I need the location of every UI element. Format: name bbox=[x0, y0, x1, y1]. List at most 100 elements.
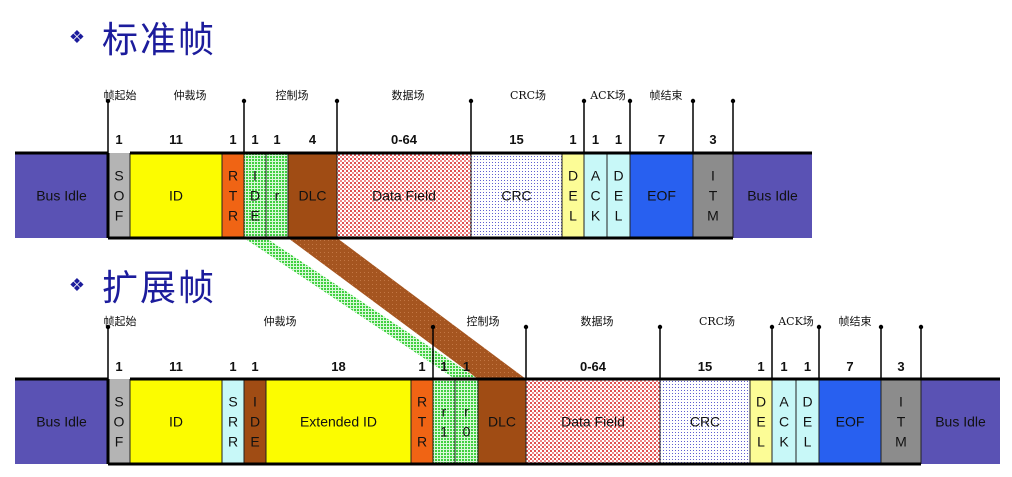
field-boundary-dot bbox=[769, 324, 775, 330]
field-boundary-dot bbox=[730, 98, 736, 104]
segment-label: DLC bbox=[488, 414, 516, 430]
field-group-label: CRC场 bbox=[510, 88, 546, 102]
field-boundary-dot bbox=[690, 98, 696, 104]
segment-extended-id bbox=[266, 379, 411, 464]
bit-count-label: 11 bbox=[169, 132, 183, 147]
field-boundary-dot bbox=[105, 98, 111, 104]
bit-count-label: 4 bbox=[309, 132, 317, 147]
segment-id bbox=[130, 379, 222, 464]
field-boundary-dot bbox=[918, 324, 924, 330]
segment-eof bbox=[630, 153, 693, 238]
dlc-connector bbox=[288, 238, 526, 379]
bit-count-label: 1 bbox=[229, 132, 236, 147]
bit-count-label: 11 bbox=[169, 359, 183, 374]
field-group-label: 控制场 bbox=[276, 88, 309, 102]
bit-count-label: 1 bbox=[569, 132, 576, 147]
bit-count-label: 1 bbox=[592, 132, 599, 147]
field-group-label: CRC场 bbox=[699, 314, 735, 328]
bit-count-label: 18 bbox=[331, 359, 345, 374]
bit-count-label: 1 bbox=[251, 359, 258, 374]
segment-label: Bus Idle bbox=[36, 188, 87, 204]
segment-label: EOF bbox=[836, 414, 865, 430]
field-group-label: 数据场 bbox=[392, 88, 425, 102]
segment-data-field bbox=[526, 379, 660, 464]
segment-sof bbox=[108, 153, 130, 238]
bit-count-label: 15 bbox=[698, 359, 712, 374]
bit-count-label: 1 bbox=[115, 132, 122, 147]
standard-frame-heading: ❖ 标准帧 bbox=[52, 14, 217, 61]
segment-label: EOF bbox=[647, 188, 676, 204]
segment-label: Bus Idle bbox=[747, 188, 798, 204]
field-group-label: 帧起始 bbox=[104, 314, 137, 328]
field-group-label: 帧结束 bbox=[650, 88, 683, 102]
field-group-label: 控制场 bbox=[467, 314, 500, 328]
bit-count-label: 15 bbox=[509, 132, 523, 147]
segment-del bbox=[796, 379, 819, 464]
bit-count-label: 7 bbox=[846, 359, 853, 374]
segment-id bbox=[130, 153, 222, 238]
segment-del bbox=[562, 153, 584, 238]
bit-count-label: 3 bbox=[709, 132, 716, 147]
field-group-label: 数据场 bbox=[581, 314, 614, 328]
standard-frame-title: 标准帧 bbox=[102, 20, 217, 61]
segment-label: DLC bbox=[298, 188, 326, 204]
bit-count-label: 0-64 bbox=[391, 132, 418, 147]
bit-count-label: 1 bbox=[418, 359, 425, 374]
bit-count-label: 1 bbox=[757, 359, 764, 374]
field-boundary-dot bbox=[657, 324, 663, 330]
field-boundary-dot bbox=[241, 98, 247, 104]
segment-itm bbox=[881, 379, 921, 464]
field-boundary-dot bbox=[627, 98, 633, 104]
segment-label: Extended ID bbox=[300, 414, 377, 430]
segment-r0 bbox=[455, 379, 478, 464]
field-boundary-dot bbox=[430, 324, 436, 330]
bit-count-label: 1 bbox=[615, 132, 622, 147]
field-boundary-dot bbox=[334, 98, 340, 104]
segment-srr bbox=[222, 379, 244, 464]
segment-del bbox=[750, 379, 772, 464]
field-group-label: 仲裁场 bbox=[264, 314, 297, 328]
bullet-icon: ❖ bbox=[68, 26, 86, 47]
segment-label: CRC bbox=[501, 188, 531, 204]
field-group-label: ACK场 bbox=[777, 314, 814, 328]
field-boundary-dot bbox=[878, 324, 884, 330]
segment-label: r bbox=[275, 188, 280, 204]
field-group-label: 帧结束 bbox=[839, 314, 872, 328]
segment-label: Data Field bbox=[561, 414, 625, 430]
extended-frame-title: 扩展帧 bbox=[102, 268, 217, 309]
bit-count-label: 1 bbox=[115, 359, 122, 374]
segment-itm bbox=[693, 153, 733, 238]
extended-frame-heading: ❖ 扩展帧 bbox=[52, 262, 217, 309]
segment-ide bbox=[244, 153, 266, 238]
segment-ack bbox=[584, 153, 607, 238]
bit-count-label: 1 bbox=[440, 359, 447, 374]
segment-bus-idle bbox=[15, 153, 108, 238]
segment-label: ID bbox=[169, 188, 183, 204]
bit-count-label: 1 bbox=[229, 359, 236, 374]
segment-dlc bbox=[478, 379, 526, 464]
ide-rtr-connector bbox=[244, 238, 478, 379]
segment-eof bbox=[819, 379, 881, 464]
bit-count-label: 7 bbox=[658, 132, 665, 147]
segment-ack bbox=[772, 379, 796, 464]
field-group-label: ACK场 bbox=[589, 88, 626, 102]
bit-count-label: 1 bbox=[251, 132, 258, 147]
segment-rtr bbox=[411, 379, 433, 464]
segment-dlc bbox=[288, 153, 337, 238]
segment-label: Data Field bbox=[372, 188, 436, 204]
segment-r1 bbox=[433, 379, 455, 464]
segment-crc bbox=[660, 379, 750, 464]
